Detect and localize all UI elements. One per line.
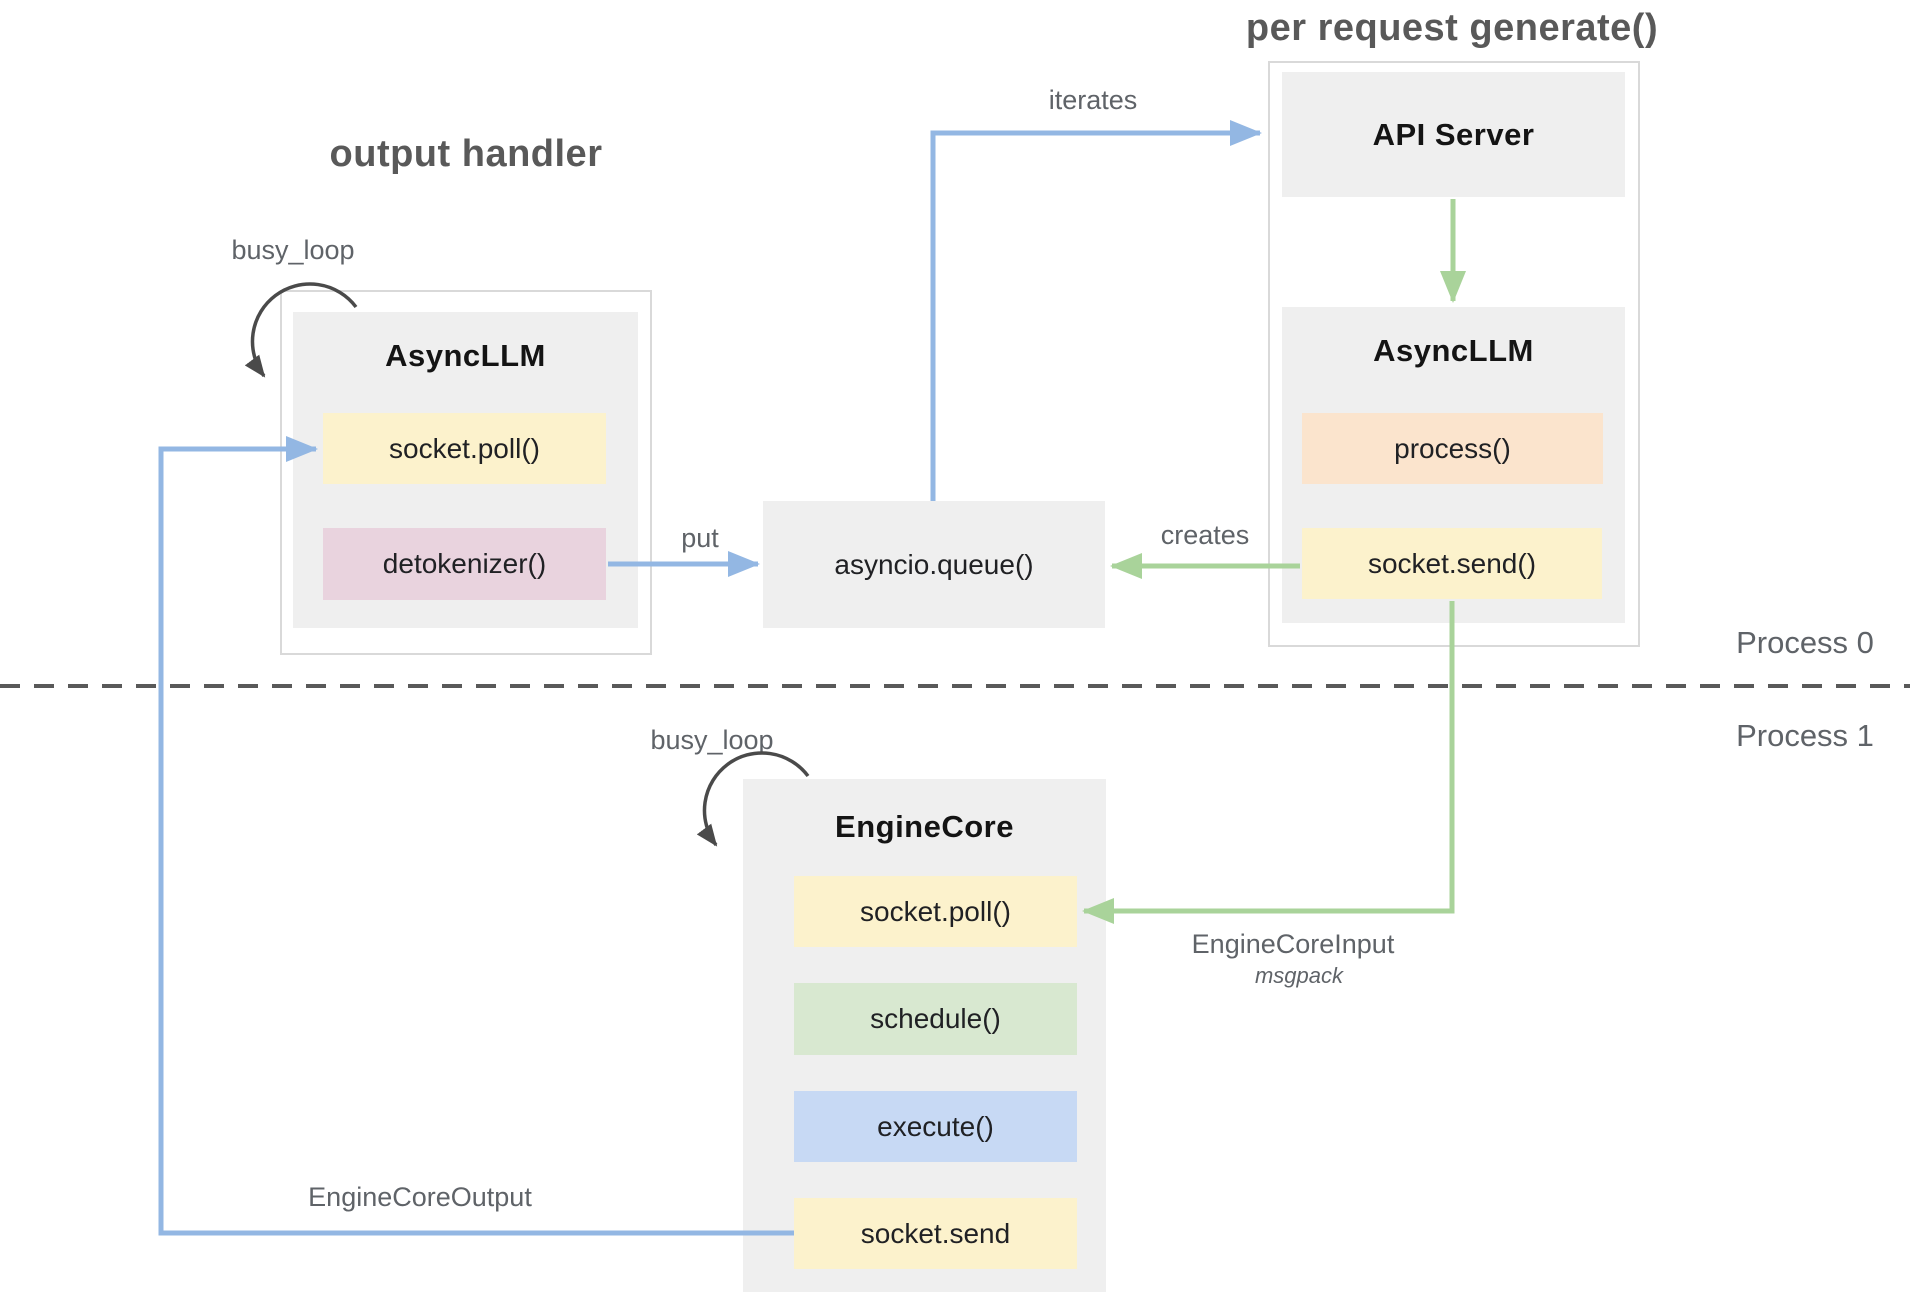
engine-core-output-label: EngineCoreOutput [308, 1181, 532, 1212]
creates-label: creates [1160, 519, 1250, 550]
iterates-arrow [930, 120, 1262, 501]
method-socket-poll-left: socket.poll() [323, 413, 606, 484]
busy-loop-label-output-handler: busy_loop [231, 234, 355, 265]
msgpack-label: msgpack [1254, 963, 1344, 988]
asyncio-queue-box [763, 501, 1105, 628]
method-process: process() [1302, 413, 1603, 484]
asyncio-queue-label: asyncio.queue() [834, 548, 1034, 580]
api-server-title: API Server [1372, 116, 1535, 152]
asyncllm-left-title: AsyncLLM [385, 338, 546, 373]
method-detokenizer: detokenizer() [323, 528, 606, 600]
put-label: put [681, 522, 719, 553]
per-request-generate-title: per request generate() [1245, 6, 1659, 49]
output-handler-title: output handler [329, 132, 603, 175]
engine-core-input-label: EngineCoreInput [1191, 928, 1395, 959]
method-execute: execute() [794, 1091, 1077, 1162]
method-socket-poll-engine: socket.poll() [794, 876, 1077, 947]
engine-core-title: EngineCore [835, 809, 1014, 844]
method-socket-send-right: socket.send() [1302, 528, 1602, 599]
process-1-label: Process 1 [1736, 718, 1874, 753]
api-server-panel [1282, 72, 1625, 197]
method-socket-send-engine: socket.send [794, 1198, 1077, 1269]
method-schedule: schedule() [794, 983, 1077, 1055]
asyncllm-right-title: AsyncLLM [1373, 333, 1534, 368]
process-0-label: Process 0 [1736, 625, 1874, 660]
iterates-label: iterates [1048, 84, 1138, 115]
busy-loop-label-engine-core: busy_loop [650, 724, 774, 755]
engine-core-input-arrow [1082, 601, 1455, 924]
